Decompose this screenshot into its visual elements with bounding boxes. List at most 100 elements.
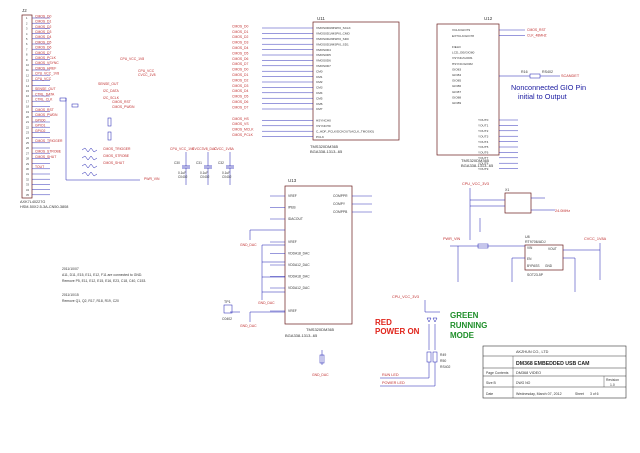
left-components <box>59 97 140 181</box>
u11-net-label: CMOS_D3 <box>232 41 249 45</box>
gio-annotation-line-1: Nonconnected GIO Pin <box>511 83 586 92</box>
j2-pin-net: CPU_VCC_1V8 <box>35 72 59 76</box>
u11-net-label: CMOS_PCLK <box>232 133 254 137</box>
vreg-pin-name: GND <box>545 264 553 268</box>
u11-pin-list: VMOS0D0/MSPI0_SCLKVMOS0D1/MSPI0_CMDVMOS0… <box>262 26 374 139</box>
u11-pin-name: VMOS0D6 <box>316 59 331 63</box>
u11-pin-name: CM4 <box>316 91 323 95</box>
tb-title: DM368 EMBEDDED USB CAM <box>516 361 590 367</box>
u13-pin-name: VDDA18_DAC <box>288 252 310 256</box>
cap-ref: C31 <box>196 161 202 165</box>
u12-pin-name: YOUT9 <box>478 167 489 171</box>
u11-net-labels: CMOS_D0CMOS_D1CMOS_D2CMOS_D3CMOS_D4CMOS_… <box>232 24 254 137</box>
tb-revision: 1.0 <box>610 383 615 387</box>
u11-pin-name: VMOS0D1/MSPI0_CMD <box>316 32 350 36</box>
u13-pin-name: VDDA12_DAC <box>288 263 310 267</box>
u12-net-label: CMOS_RST <box>527 28 546 32</box>
scandet-resistor: R16 RS402 SCANDET <box>499 70 580 79</box>
vreg-out-net: CVCC_1V8A <box>584 237 607 241</box>
u11-pin-name: C_HDF_PCLK/DCKOUT(ACLK_TMOSIO) <box>316 129 374 133</box>
u11-net-label: CMOS_D1 <box>232 30 249 34</box>
dac-wiring <box>223 229 325 365</box>
j2-pin-number: 34 <box>26 188 29 192</box>
u12-pin-name: HSYNC/GIO82 <box>452 62 473 66</box>
vreg-pin-name: BYPASS <box>527 264 540 268</box>
connector-j2: J2 1CMOS_D02CMOS_D13CMOS_D24CMOS_D35CMOS… <box>20 8 68 209</box>
u11-pin-name: CM6 <box>316 102 323 106</box>
left-net-label: SENSE_OUT <box>98 82 119 86</box>
j2-pin-net: CMOS_D4 <box>35 35 52 39</box>
j2-pin-number: 31 <box>26 172 29 176</box>
j2-pin-number: 20 <box>26 115 29 119</box>
left-net-label: CMOS_TRIGGER <box>103 147 131 151</box>
u12-pin-name: GIO88 <box>452 95 461 99</box>
u12-net-label: CLK_48MHZ <box>527 34 547 38</box>
design-note: Remove Q1, Q2, R17, R18, R19, C20 <box>62 299 119 303</box>
j2-pin-number: 6 <box>26 42 28 46</box>
u13-pin-name: VREF <box>288 194 297 198</box>
j2-pin-net: GPIO2 <box>35 129 45 133</box>
vreg-part: RT9706/ADJ <box>525 240 546 244</box>
u11-net-label: CMOS_HS <box>232 117 250 121</box>
left-net-label: I2C_DATA <box>103 89 119 93</box>
j2-pin-number: 24 <box>26 136 29 140</box>
u13-ref: U13 <box>288 178 297 183</box>
u11-pin-name: VMOS0D2/MSPI0_SD0 <box>316 37 349 41</box>
tp1-label: C0402 <box>222 317 232 321</box>
j2-pin-number: 2 <box>26 21 28 25</box>
j2-pin-number: 26 <box>26 146 29 150</box>
u12-pin-name: EXTCLK/GIO78 <box>452 34 474 38</box>
green-running-note: GREEN RUNNING MODE <box>450 311 487 340</box>
tp1-ref: TP1 <box>224 300 231 304</box>
j2-pin-number: 9 <box>26 58 28 62</box>
u12-pin-name: YOUT6 <box>478 151 489 155</box>
left-net-label: CMOS_SHUT <box>103 161 124 165</box>
u11-net-label: CMOS_VS <box>232 122 249 126</box>
u12-pin-name: GIO84 <box>452 73 461 77</box>
u11-net-label: CMOS_D6 <box>232 100 249 104</box>
u11-net-label: CMOS_D5 <box>232 95 249 99</box>
u12-ref: U12 <box>484 16 493 21</box>
osc-net: CPU_VCC_3V3 <box>462 182 489 186</box>
left-net-label: PWR_VIN <box>144 177 160 181</box>
r16-ref: R16 <box>521 70 528 74</box>
j2-pin-number: 10 <box>26 63 29 67</box>
j2-pin-number: 12 <box>26 73 29 77</box>
u12-pin-name: YOUT3 <box>478 134 489 138</box>
dac-labels: GND_DAC GND_DAC GND_DAC GND_DAC <box>240 243 329 377</box>
tb-date-label: Date <box>486 392 493 396</box>
j2-pin-number: 1 <box>26 16 28 20</box>
u12-package: BGA338-1313-.65 <box>461 163 494 168</box>
left-net-label: CMOS_STROBE <box>103 154 130 158</box>
j2-pin-net: CMOS_HREF <box>35 66 56 70</box>
tb-contents: DM368 VIDEO <box>516 371 541 375</box>
u11-pin-name: CM5 <box>316 96 323 100</box>
u12-pin-name: GIO86 <box>452 84 461 88</box>
j2-pin-number: 15 <box>26 89 29 93</box>
tb-size: Size B <box>486 381 497 385</box>
u12-pin-name: GIO87 <box>452 90 461 94</box>
j2-pin-number: 30 <box>26 167 29 171</box>
u11-net-label: CMOS_D6 <box>232 57 249 61</box>
u11-part: TMS320DM365 <box>310 144 339 149</box>
j2-pin-number: 25 <box>26 141 29 145</box>
left-net-labels: CPU_VCC_1V8CPU_VCCCVCC_1V8SENSE_OUTI2C_D… <box>98 57 160 181</box>
vreg-pkg: SOT23-5P <box>527 273 544 277</box>
left-net-label: CMOS_RST <box>112 100 131 104</box>
u12-pin-name: YOUT4 <box>478 140 489 144</box>
vreg-pin-name: EN <box>527 257 532 261</box>
j2-pin-number: 32 <box>26 177 29 181</box>
gnd-dac-4: GND_DAC <box>312 373 329 377</box>
u12-pin-name: GIO89 <box>452 101 461 105</box>
left-net-label: CPU_VCC_1V8 <box>120 57 144 61</box>
u11-package: BGA338-1313-.65 <box>310 149 343 154</box>
u11-net-label: CMOS_D5 <box>232 51 249 55</box>
j2-pin-number: 29 <box>26 162 29 166</box>
cap-ref: C30 <box>174 161 180 165</box>
j2-pin-net: CMOS_D5 <box>35 40 52 44</box>
u13-chip: U13 VREFIPEBIDACOUTVREFVDDA18_DACVDDA12_… <box>270 178 372 338</box>
u11-net-label: CMOS_D7 <box>232 62 249 66</box>
j2-footprint: HSM-50X2.5-3A-CN50-3808 <box>20 205 68 209</box>
j2-pin-number: 33 <box>26 183 29 187</box>
